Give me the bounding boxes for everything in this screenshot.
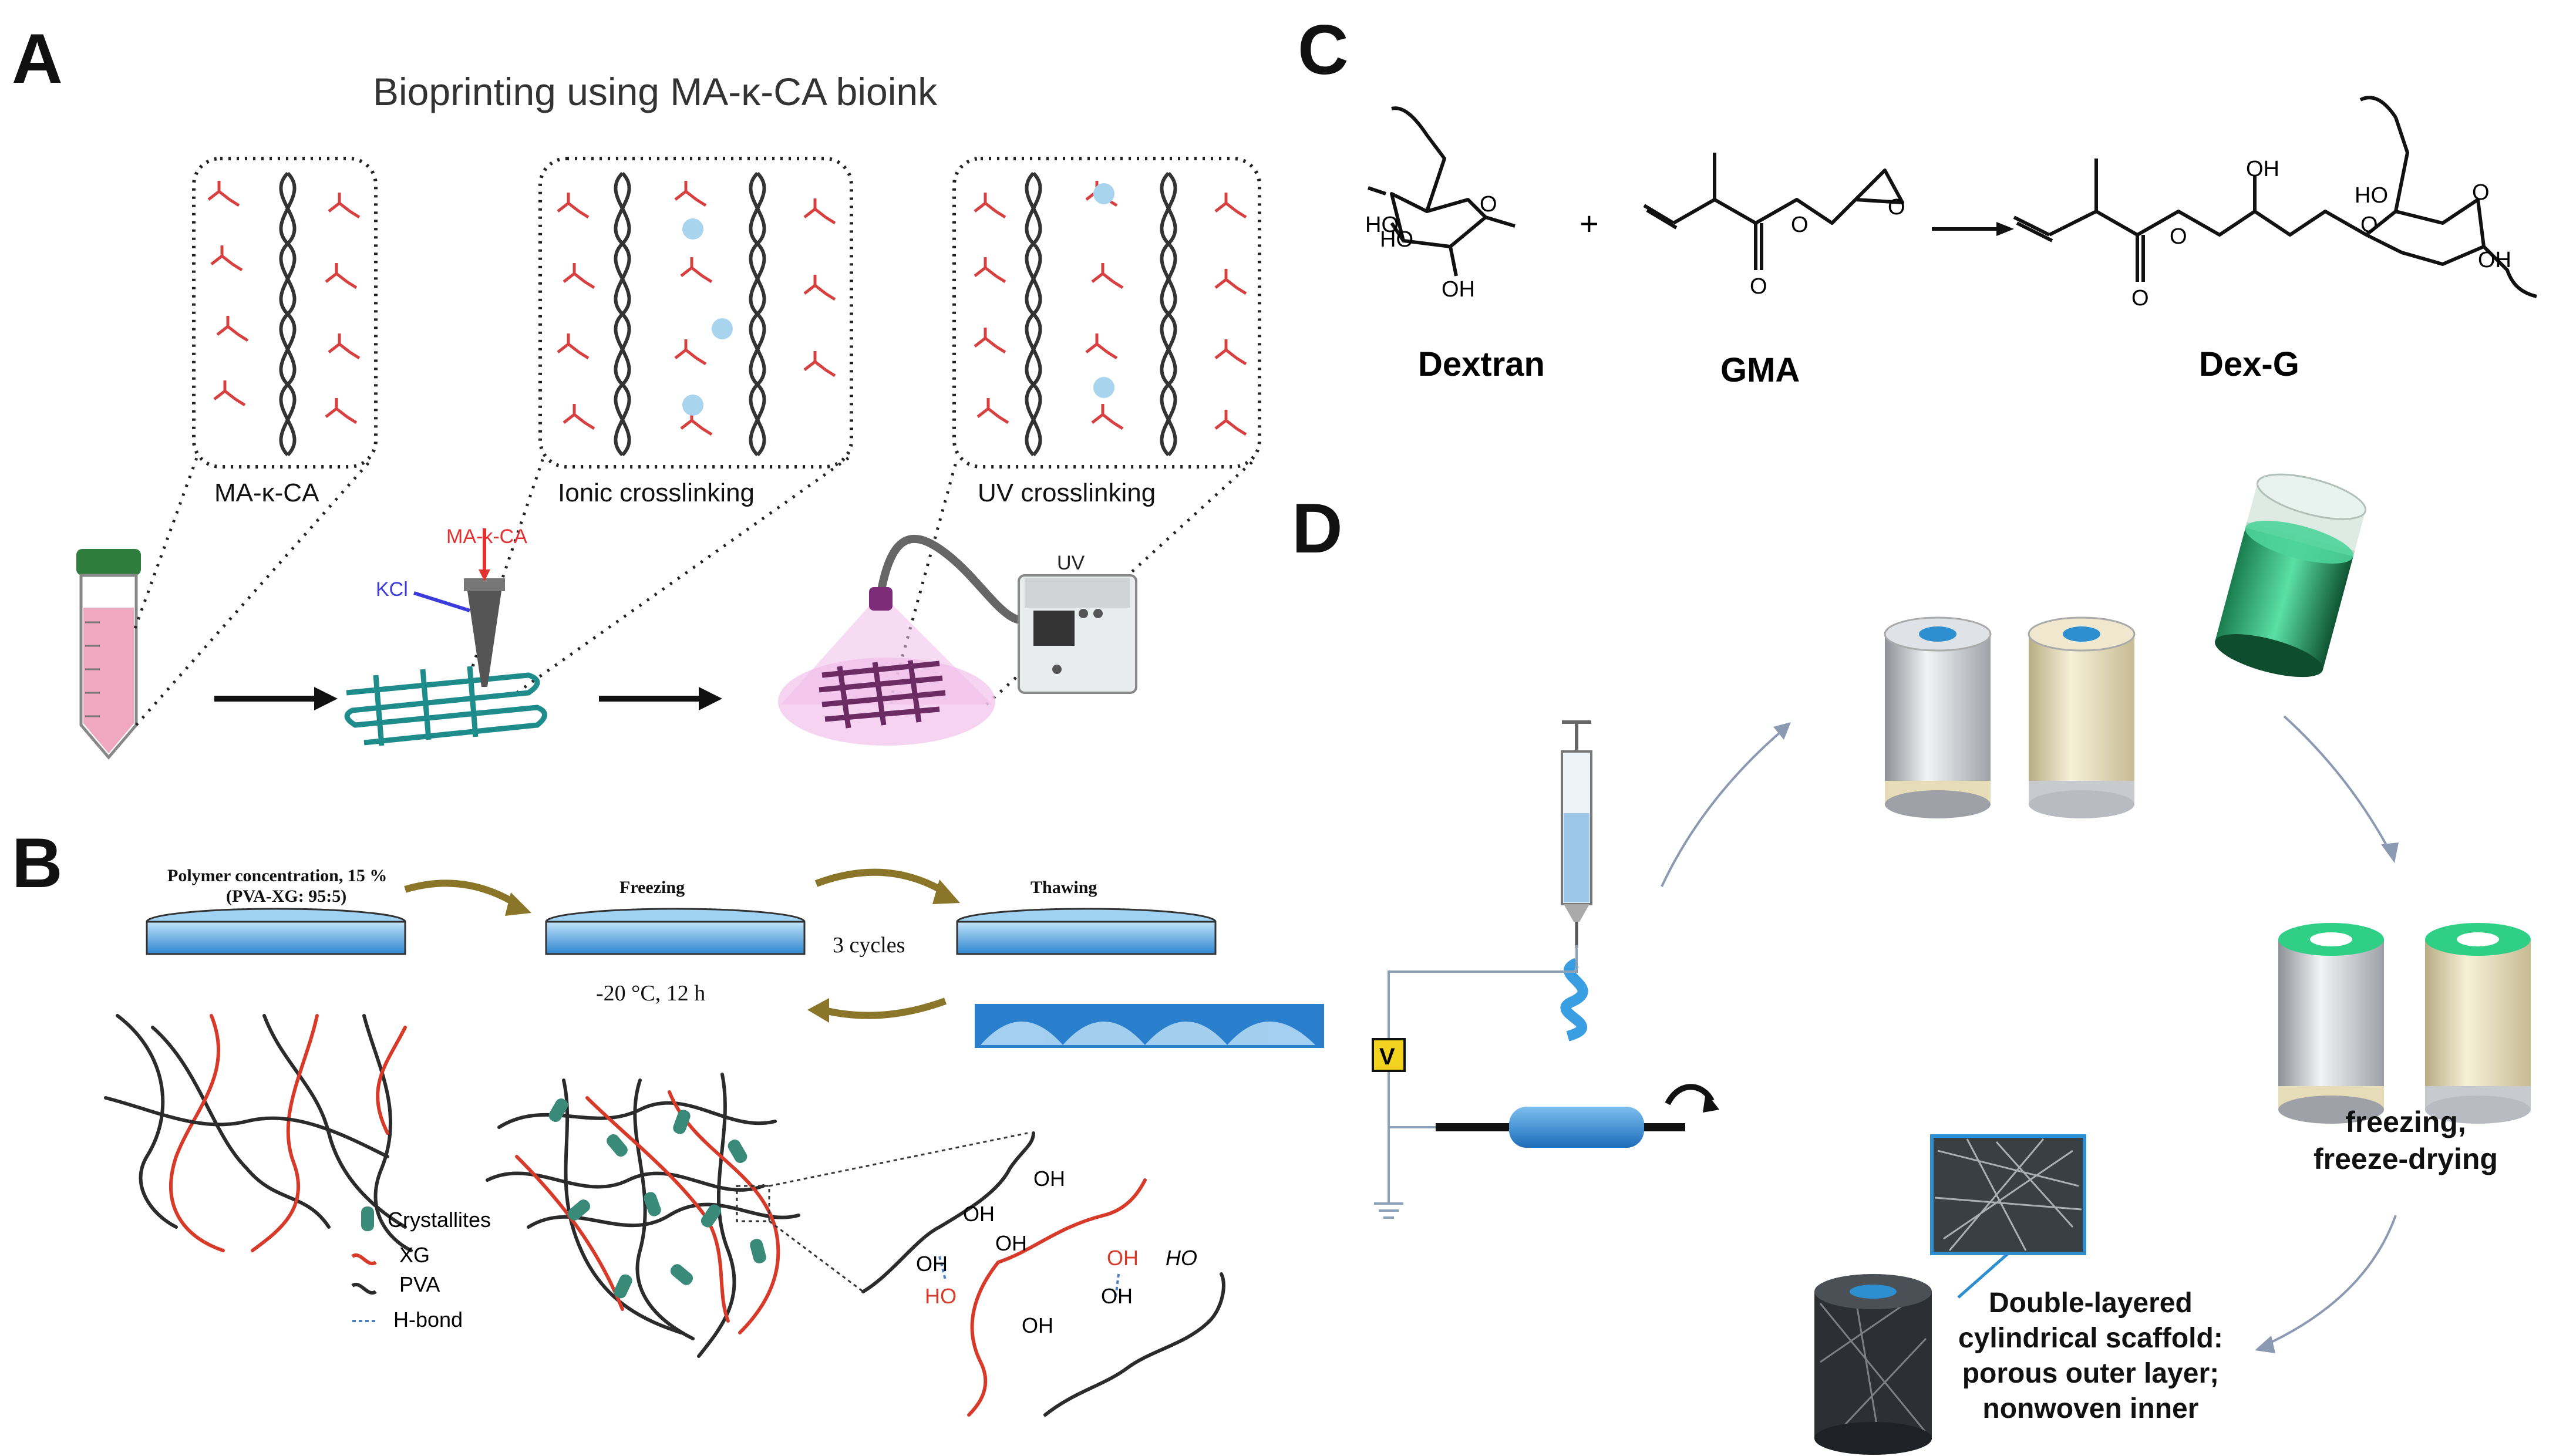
condition-label: -20 °C, 12 h (596, 981, 706, 1006)
compound-dextran: Dextran (1418, 345, 1545, 383)
ho-label: HO (925, 1284, 957, 1308)
inset-label-uv: UV crosslinking (978, 478, 1156, 507)
label-ma-k-ca-ink: MA-κ-CA (446, 525, 527, 548)
atom-label: HO (2355, 183, 2388, 208)
atom-label: OH (1442, 277, 1475, 302)
atom-label: O (2131, 286, 2149, 311)
process-step-label: freezing, freeze-drying (2313, 1106, 2498, 1175)
panel-b-illustration: OH OH OH OH OH OH HO HO OH Crystallites … (104, 868, 1324, 1417)
oh-label: OH (1107, 1246, 1139, 1270)
atom-label: O (1888, 195, 1905, 220)
oh-label: OH (916, 1252, 948, 1276)
panel-a-letter: A (12, 19, 63, 98)
cycles-label: 3 cycles (833, 933, 905, 958)
panel-a: A Bioprinting using MA-κ-CA bioink (0, 0, 1292, 804)
atom-label: O (1791, 213, 1809, 237)
panel-d-illustration: V (1372, 473, 2531, 1455)
stage-freezing-label: Freezing (619, 878, 685, 897)
compound-gma: GMA (1720, 351, 1800, 389)
atom-label: HO (1380, 227, 1413, 252)
atom-label: O (2472, 180, 2490, 205)
result-line: cylindrical scaffold: (1958, 1323, 2223, 1354)
atom-label: HO (1365, 213, 1399, 237)
atom-label: OH (2478, 248, 2511, 272)
result-line: porous outer layer; (1962, 1358, 2220, 1389)
oh-label: OH (995, 1231, 1027, 1255)
atom-label: O (2360, 213, 2378, 237)
oh-label: OH (1022, 1313, 1053, 1337)
panel-b: B Polymer concentration, 15 % (PVA-XG: 9… (0, 804, 1351, 1456)
reaction-scheme: HO HO OH O O O O O O OH HO OH O O + Dext… (1365, 96, 2537, 389)
legend-crystallite-swatch (361, 1206, 374, 1231)
panel-d: D (1292, 446, 2556, 1456)
inset-label-ma-k-ca: MA-κ-CA (214, 478, 319, 507)
label-uv: UV (1057, 552, 1085, 574)
plus-sign: + (1580, 205, 1599, 242)
atom-label: O (1750, 274, 1767, 299)
oh-label: OH (963, 1202, 995, 1226)
stage-thawing-label: Thawing (1031, 878, 1097, 897)
ho-label: HO (1166, 1246, 1197, 1270)
panel-c-letter: C (1298, 11, 1349, 89)
legend-xg-swatch (351, 1253, 377, 1265)
panel-a-illustration: MA-κ-CA KCl UV (76, 157, 1261, 760)
result-line: Double-layered (1989, 1288, 2193, 1319)
inset-label-ionic: Ionic crosslinking (558, 478, 755, 507)
label-kcl: KCl (376, 578, 408, 601)
atom-label: OH (2246, 157, 2279, 181)
legend-label: PVA (399, 1272, 440, 1296)
oh-label: OH (1101, 1284, 1133, 1308)
atom-label: O (1480, 192, 1497, 217)
legend-label: H-bond (393, 1307, 463, 1332)
result-label: Double-layered cylindrical scaffold: por… (1958, 1286, 2223, 1427)
panel-d-letter: D (1292, 489, 1343, 568)
legend-pva-swatch (351, 1283, 377, 1295)
stage-initial-label: Polymer concentration, 15 % (167, 866, 388, 885)
oh-label: OH (1033, 1167, 1065, 1191)
legend-label: Crystallites (388, 1208, 491, 1232)
panel-c: C HO HO OH O O (1292, 0, 2556, 446)
compound-dex-g: Dex-G (2199, 345, 2299, 383)
voltage-label: V (1379, 1044, 1395, 1070)
result-line: nonwoven inner (1982, 1393, 2199, 1424)
panel-a-title: Bioprinting using MA-κ-CA bioink (373, 70, 938, 113)
atom-label: O (2170, 224, 2187, 249)
legend-label: XG (399, 1243, 430, 1267)
panel-b-letter: B (12, 824, 63, 902)
stage-initial-sub: (PVA-XG: 95:5) (226, 887, 347, 906)
